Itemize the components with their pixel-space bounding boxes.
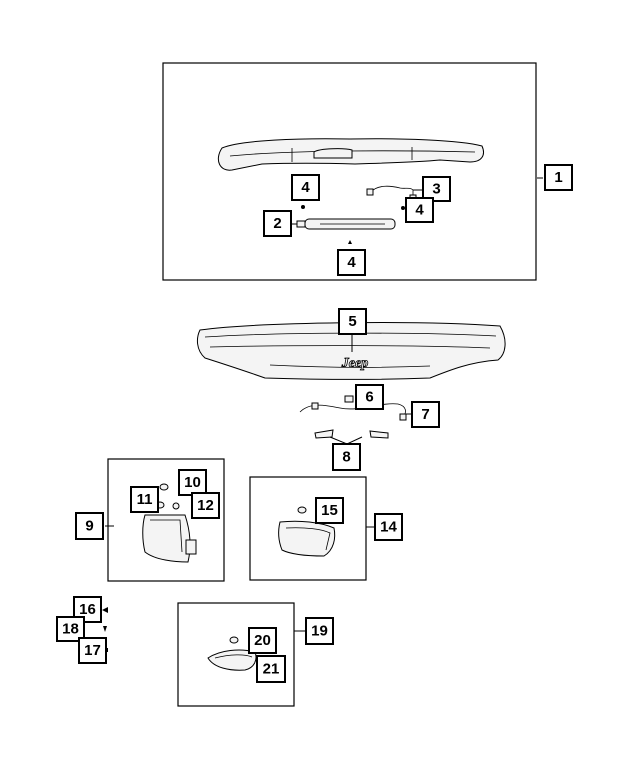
svg-text:4: 4 xyxy=(301,179,310,196)
svg-text:14: 14 xyxy=(380,519,397,536)
callout-7: 7 xyxy=(411,401,440,428)
svg-text:10: 10 xyxy=(184,474,201,491)
svg-text:8: 8 xyxy=(342,449,350,466)
svg-text:7: 7 xyxy=(421,406,429,423)
tail-lamp-right xyxy=(278,520,336,557)
svg-text:4: 4 xyxy=(415,202,424,219)
svg-text:2: 2 xyxy=(273,215,281,232)
grommet xyxy=(229,636,239,644)
third-brake-lamp xyxy=(296,218,396,230)
svg-text:18: 18 xyxy=(62,621,79,638)
screw xyxy=(103,626,107,632)
callout-4: 4 xyxy=(291,174,320,201)
screw-dot xyxy=(348,240,352,244)
svg-text:12: 12 xyxy=(197,497,214,514)
tail-lamp-left xyxy=(142,514,197,563)
svg-text:4: 4 xyxy=(347,254,356,271)
svg-text:17: 17 xyxy=(84,642,101,659)
callout-5: 5 xyxy=(338,308,367,335)
callout-2: 2 xyxy=(263,210,292,237)
grommet xyxy=(297,506,307,514)
grommet xyxy=(159,483,169,491)
callout-21: 21 xyxy=(256,655,286,683)
callout-1: 1 xyxy=(544,164,573,191)
wiring-harness-small xyxy=(370,185,414,197)
svg-text:1: 1 xyxy=(554,169,562,186)
callout-8: 8 xyxy=(332,443,361,471)
grommet xyxy=(172,502,180,510)
callout-11: 11 xyxy=(130,486,159,513)
screw-dot xyxy=(301,205,305,209)
callout-4: 4 xyxy=(405,197,434,223)
callout-4: 4 xyxy=(337,249,366,276)
svg-text:6: 6 xyxy=(365,389,373,406)
tail-lamp-right-frame xyxy=(249,476,367,581)
svg-text:19: 19 xyxy=(311,623,328,640)
license-lamps xyxy=(314,429,389,439)
svg-text:11: 11 xyxy=(137,491,153,508)
callout-19: 19 xyxy=(305,617,334,645)
tail-lamp-left-frame xyxy=(107,458,225,582)
callout-20: 20 xyxy=(248,627,277,654)
svg-text:16: 16 xyxy=(79,601,96,618)
clip xyxy=(102,607,108,613)
callout-14: 14 xyxy=(374,513,403,541)
svg-text:21: 21 xyxy=(263,661,280,678)
tailgate-applique: Jeep xyxy=(196,322,506,380)
svg-text:15: 15 xyxy=(321,502,338,519)
svg-text:3: 3 xyxy=(432,181,440,198)
callout-17: 17 xyxy=(78,637,107,664)
screw-dot xyxy=(401,206,405,210)
svg-text:9: 9 xyxy=(85,518,93,535)
svg-text:5: 5 xyxy=(348,313,356,330)
callout-10: 10 xyxy=(178,469,207,496)
applique-wiring-harness xyxy=(299,395,407,421)
rear-spoiler xyxy=(217,138,484,171)
callout-12: 12 xyxy=(191,492,220,519)
backup-lamp xyxy=(207,649,257,671)
spoiler-assembly-frame xyxy=(162,62,537,281)
callout-15: 15 xyxy=(315,497,344,524)
backup-lamp-frame xyxy=(177,602,295,707)
svg-text:20: 20 xyxy=(254,632,271,649)
jeep-badge: Jeep xyxy=(341,356,368,371)
callout-6: 6 xyxy=(355,384,384,410)
callout-9: 9 xyxy=(75,512,104,540)
connector xyxy=(366,188,374,196)
